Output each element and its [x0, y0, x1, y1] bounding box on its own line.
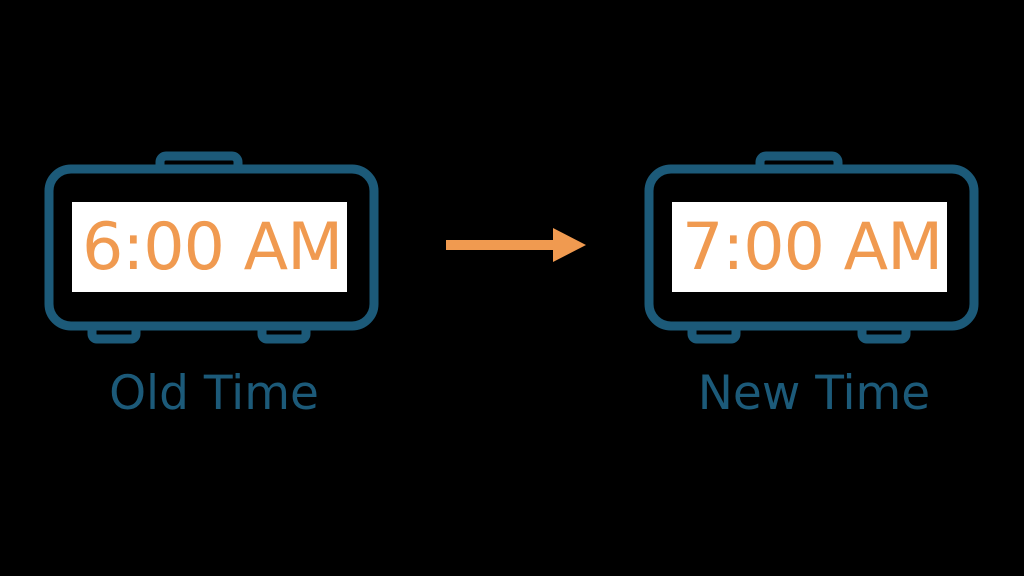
alarm-clock-icon	[44, 151, 379, 344]
alarm-clock-icon	[644, 151, 979, 344]
arrow-right-icon	[446, 228, 586, 262]
transition-arrow	[440, 222, 592, 268]
clock-display-panel	[672, 202, 947, 292]
arrow-head	[553, 228, 586, 262]
arrow-shaft	[446, 240, 561, 250]
new-time-label: New Time	[697, 366, 931, 421]
new-clock-group: 7:00 AM	[644, 151, 984, 352]
old-clock-group: 6:00 AM	[44, 151, 384, 352]
old-time-label: Old Time	[109, 366, 319, 421]
clock-display-panel	[72, 202, 347, 292]
